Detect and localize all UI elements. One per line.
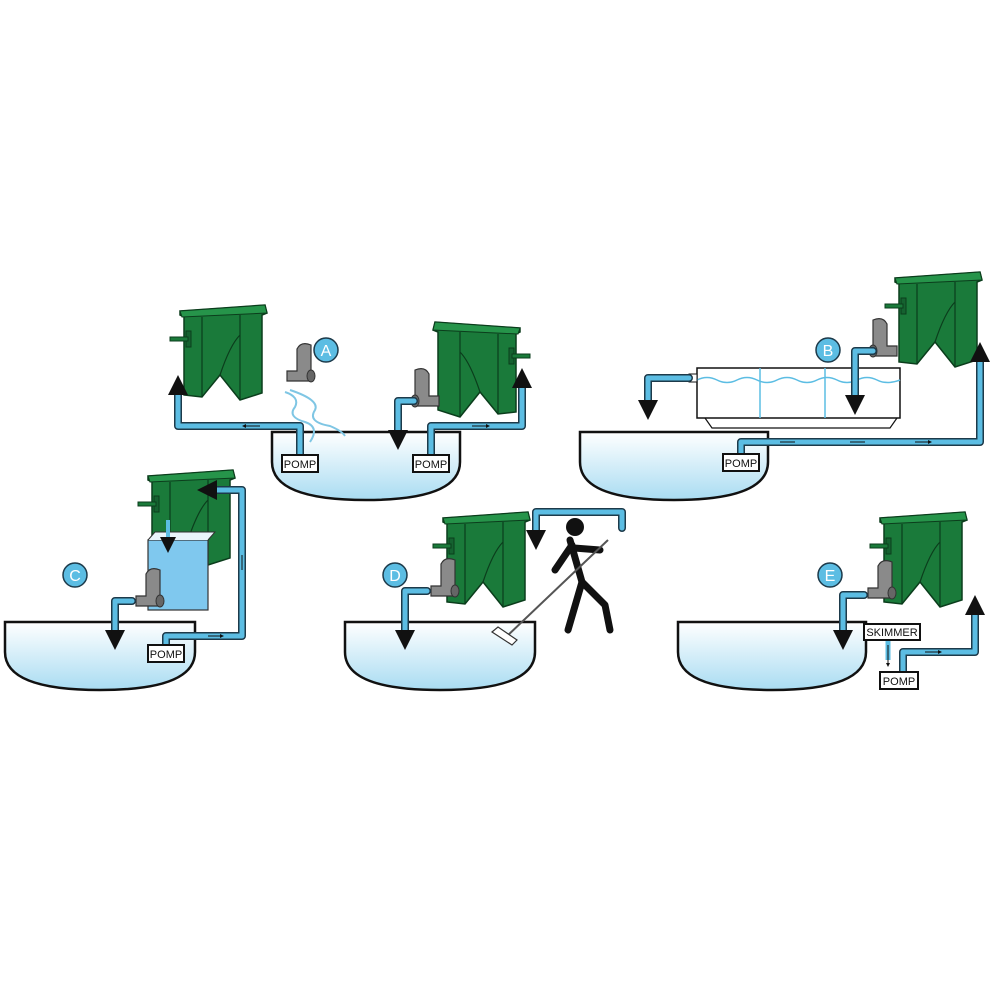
inflow-pipe [105, 598, 135, 650]
person-cleaning-icon [551, 518, 614, 634]
pond-vacuum-brush [504, 539, 609, 639]
pipe-fitting [135, 568, 165, 608]
panel-letter-badge [815, 337, 841, 363]
panel-letter: D [389, 568, 401, 585]
panel-e: SKIMMER POMP E [676, 511, 985, 692]
panel-letter-badge [62, 562, 88, 588]
pump-box [412, 454, 450, 473]
pump-label: POMP [284, 459, 316, 471]
pond-c [3, 620, 197, 692]
pond-a [270, 430, 462, 502]
pipe-fitting-left [286, 343, 316, 383]
pond-e [676, 620, 868, 692]
panel-letter: A [321, 343, 332, 360]
panel-letter-badge [817, 562, 843, 588]
pump-label: POMP [415, 459, 447, 471]
panel-letter: E [825, 568, 836, 585]
skimmer-box [863, 623, 921, 641]
pump-box [281, 454, 319, 473]
filter-box [884, 271, 983, 368]
inflow-pipe [833, 592, 867, 650]
pump-box [722, 453, 760, 472]
pump-box [879, 671, 919, 690]
pipe-fitting [867, 560, 897, 600]
pump-box [147, 644, 185, 663]
pump-label: POMP [725, 458, 757, 470]
tank-outflow-pipe [638, 375, 692, 420]
filter-box-left [169, 304, 268, 401]
inflow-pipe [388, 398, 417, 450]
settlement-tank [696, 367, 901, 419]
pond-b [578, 430, 770, 502]
panel-a: POMP POMP A [168, 304, 532, 502]
filter-box-right [432, 321, 531, 418]
skimmer-label: SKIMMER [866, 627, 917, 639]
panel-b: POMP B [578, 271, 990, 502]
pond-d [343, 620, 537, 692]
panel-letter-badge [313, 337, 339, 363]
inflow-pipe [395, 588, 430, 650]
return-pipe-left [168, 375, 303, 461]
overflow-water-stream [284, 389, 346, 443]
panel-c: POMP C [3, 469, 246, 692]
panel-letter-badge [382, 562, 408, 588]
return-pipe [163, 480, 245, 648]
manual-fill-pipe [526, 509, 625, 550]
panel-letter: B [823, 343, 834, 360]
panel-letter: C [69, 568, 81, 585]
panel-d: D [343, 508, 626, 692]
inflow-pipe [845, 348, 876, 415]
pipe-fitting [430, 558, 460, 598]
pump-label: POMP [883, 676, 915, 688]
pump-label: POMP [150, 649, 182, 661]
